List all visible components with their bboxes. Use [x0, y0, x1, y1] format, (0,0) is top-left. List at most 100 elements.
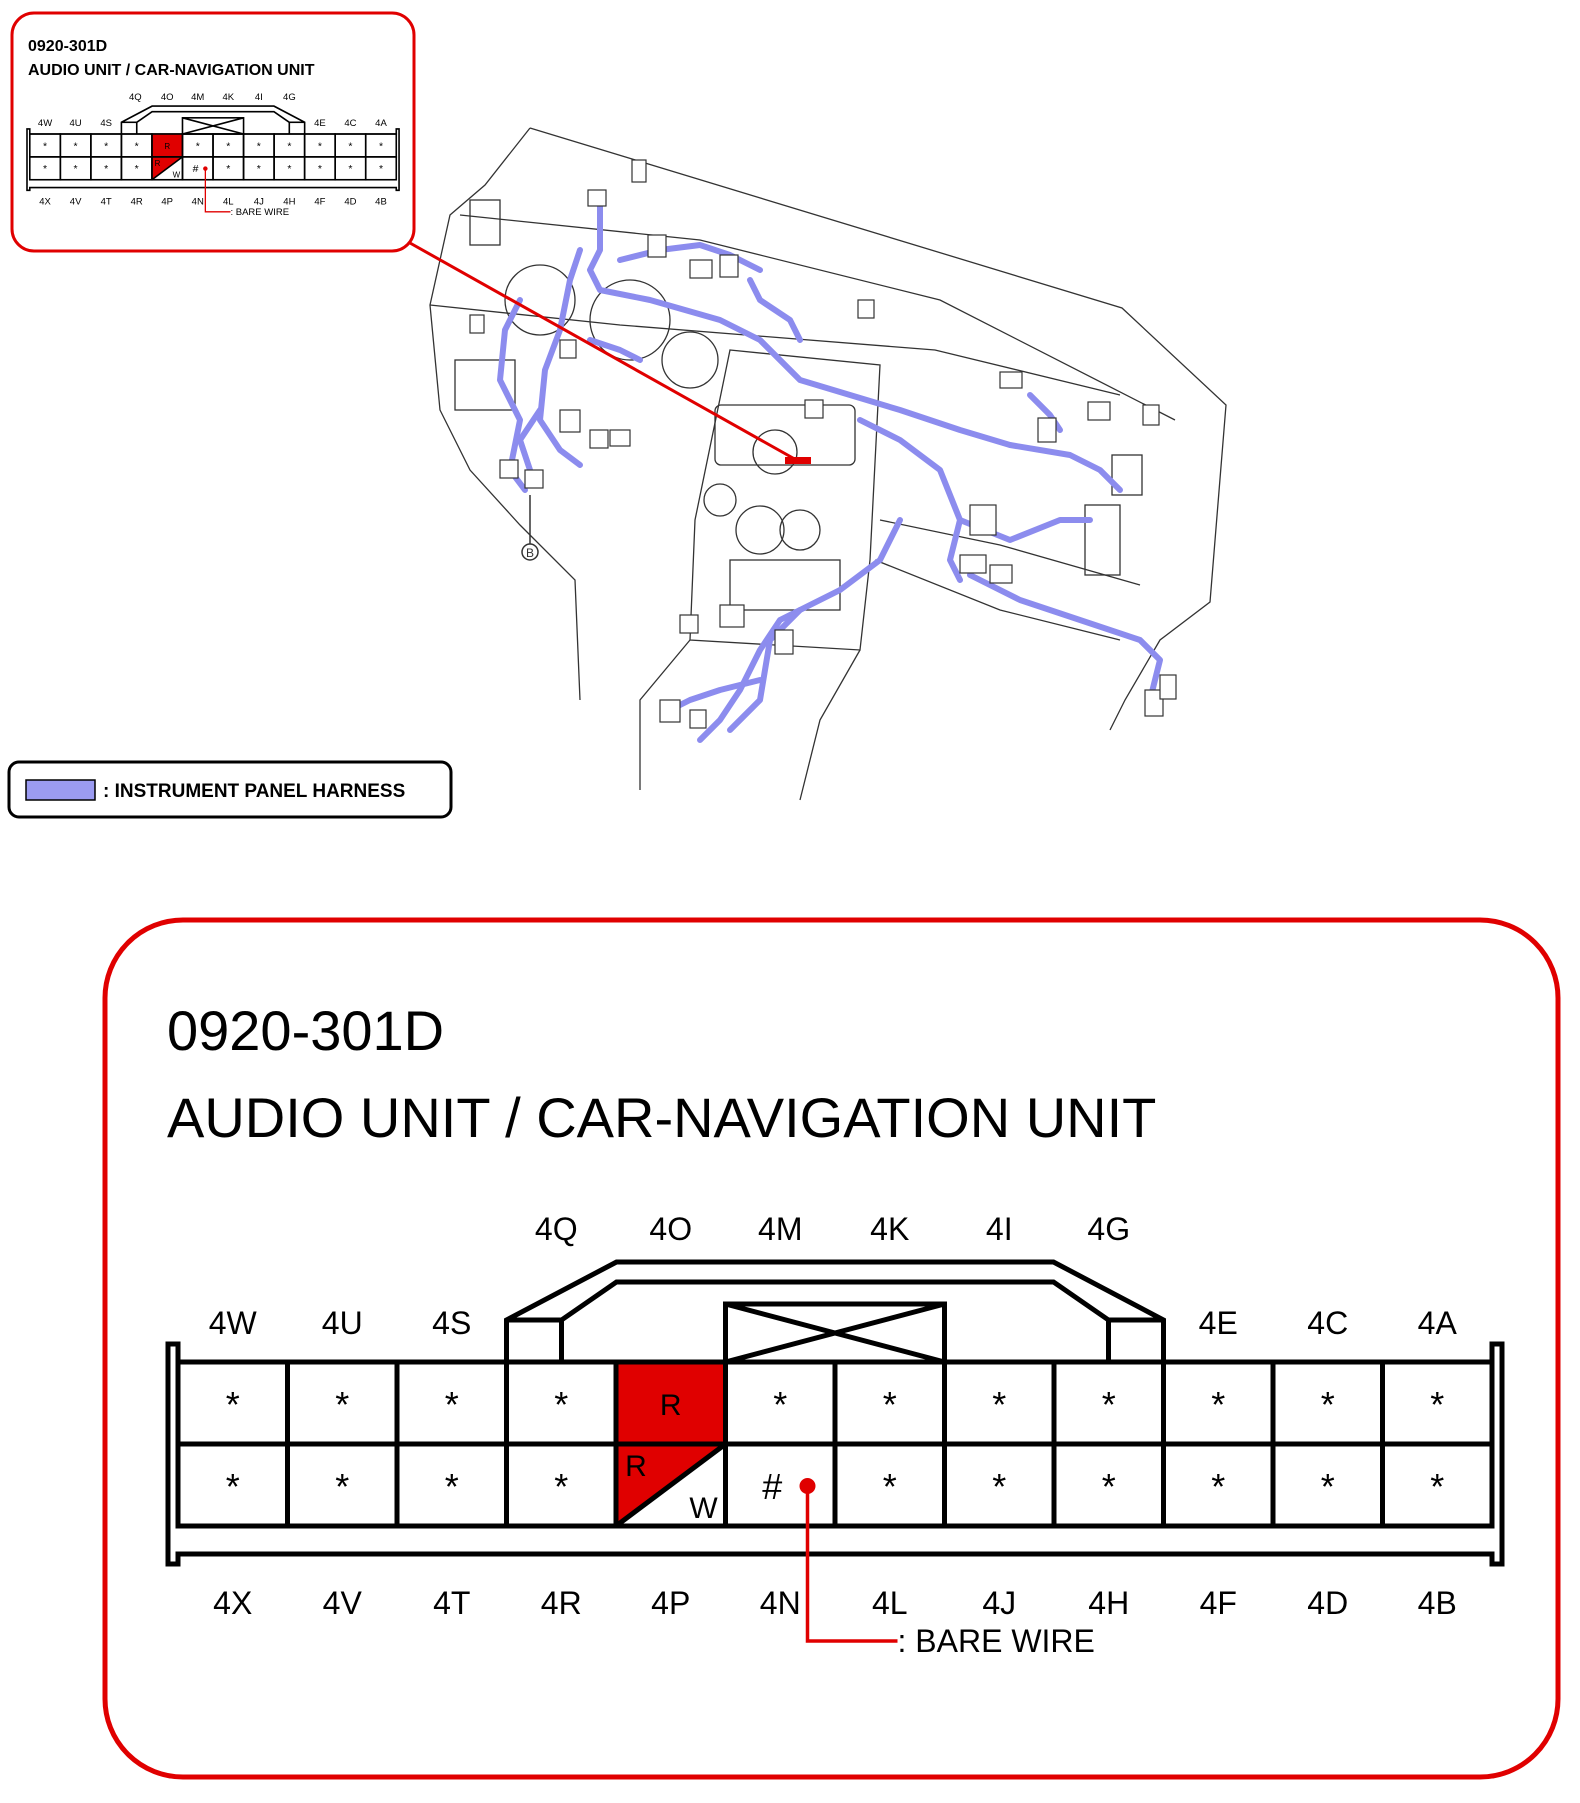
console-lower-right [799, 649, 861, 801]
terminal-cell [1380, 1441, 1495, 1529]
pin-label: 4T [433, 1585, 470, 1621]
cell-4p-split [614, 1441, 727, 1529]
pin-label: 4U [322, 1305, 363, 1341]
terminal-mark: * [1430, 1384, 1444, 1425]
pin-label: 4G [283, 92, 296, 103]
harness-connectors [469, 159, 1177, 729]
legend-label: : INSTRUMENT PANEL HARNESS [103, 781, 405, 802]
pin-label: 4S [100, 118, 112, 129]
terminal-mark: * [1102, 1384, 1116, 1425]
detail-frame [102, 917, 1561, 1780]
dashboard-top-ledge [459, 214, 1176, 421]
pin-label: 4X [39, 196, 51, 207]
pin-label: 4I [255, 92, 263, 103]
terminal-mark: * [135, 163, 139, 175]
terminal-mark: * [318, 163, 322, 175]
terminal-mark: * [992, 1384, 1006, 1425]
audio-panel [714, 404, 856, 466]
terminal-mark: * [335, 1384, 349, 1425]
pin-label: 4M [191, 92, 204, 103]
terminal-mark: * [104, 140, 108, 152]
console-knob-4 [703, 483, 737, 517]
inset-connector-code: 0920-301D [28, 38, 107, 55]
connector-hood-outer [504, 1259, 1166, 1362]
bare-wire-callout: : BARE WIRE [898, 1623, 1095, 1659]
legend-frame [7, 760, 453, 819]
terminal-mark: * [43, 140, 47, 152]
wire-color-label: R [155, 159, 161, 168]
terminal-mark: * [1321, 1466, 1335, 1507]
cell-4o-red-fill [151, 134, 183, 157]
terminal-mark: * [1102, 1466, 1116, 1507]
connector-name: AUDIO UNIT / CAR-NAVIGATION UNIT [167, 1086, 1156, 1149]
inset-leader-line [409, 241, 801, 464]
cell-4o-red-fill [616, 1362, 726, 1444]
terminal-mark: * [1211, 1384, 1225, 1425]
terminal-mark: * [226, 1384, 240, 1425]
terminal-mark: * [257, 140, 261, 152]
console-climate-panel [729, 559, 841, 611]
dashboard-illustration: B [429, 127, 1227, 801]
dashboard-upper-edge [429, 304, 1121, 396]
terminal-mark: * [287, 163, 291, 175]
pin-label: 4R [131, 196, 143, 207]
connector-hood-inner [135, 110, 291, 134]
pin-label: 4Q [129, 92, 142, 103]
terminal-mark: * [1321, 1384, 1335, 1425]
pin-label: 4F [1200, 1585, 1237, 1621]
glovebox-lower-line [874, 559, 1121, 641]
pin-label: 4C [344, 118, 356, 129]
bare-wire-callout: : BARE WIRE [230, 207, 289, 218]
pin-label: 4H [283, 196, 295, 207]
pin-label: 4G [1087, 1211, 1130, 1247]
pin-label: 4U [70, 118, 82, 129]
terminal-mark: * [883, 1466, 897, 1507]
pin-label: 4J [254, 196, 264, 207]
right-vent-small [1111, 454, 1143, 496]
connector-hood-inner [559, 1279, 1111, 1362]
terminal-mark: * [226, 140, 230, 152]
gauge-center [589, 279, 671, 361]
pin-label: 4R [541, 1585, 582, 1621]
legend: : INSTRUMENT PANEL HARNESS [7, 760, 453, 819]
pin-label: 4O [649, 1211, 692, 1247]
ground-marker-icon [521, 543, 539, 561]
terminal-cell [364, 156, 398, 181]
pin-label: 4E [314, 118, 326, 129]
terminal-mark: * [318, 140, 322, 152]
wire-color-label: R [660, 1389, 682, 1422]
left-switch-panel [454, 359, 516, 411]
terminal-mark: * [554, 1384, 568, 1425]
console-knob-1 [752, 429, 798, 475]
pin-label: 4T [101, 196, 112, 207]
bare-wire-mark: # [762, 1466, 782, 1507]
pin-label: 4K [222, 92, 234, 103]
connector-key-cross [724, 1301, 946, 1365]
terminal-mark: * [1211, 1466, 1225, 1507]
pin-label: 4N [760, 1585, 801, 1621]
terminal-mark: * [554, 1466, 568, 1507]
pin-label: 4W [209, 1305, 258, 1341]
pin-label: 4A [375, 118, 387, 129]
gauge-right [661, 331, 719, 389]
terminal-mark: * [773, 1384, 787, 1425]
dashboard-outline-left [429, 127, 581, 701]
terminal-mark: * [196, 140, 200, 152]
terminal-mark: * [883, 1384, 897, 1425]
pin-label: 4D [1307, 1585, 1348, 1621]
terminal-mark: * [1430, 1466, 1444, 1507]
terminal-mark: * [445, 1384, 459, 1425]
terminal-mark: * [104, 163, 108, 175]
terminal-mark: * [43, 163, 47, 175]
terminal-mark: * [287, 140, 291, 152]
terminal-mark: * [445, 1466, 459, 1507]
connector-key-cross [182, 117, 244, 135]
connector-detail-large: 0920-301D AUDIO UNIT / CAR-NAVIGATION UN… [102, 917, 1561, 1780]
connector-hood-outer [120, 105, 306, 134]
connector-code: 0920-301D [167, 999, 444, 1062]
terminal-mark: * [379, 163, 383, 175]
pin-label: 4Q [535, 1211, 578, 1247]
pin-label: 4C [1307, 1305, 1348, 1341]
